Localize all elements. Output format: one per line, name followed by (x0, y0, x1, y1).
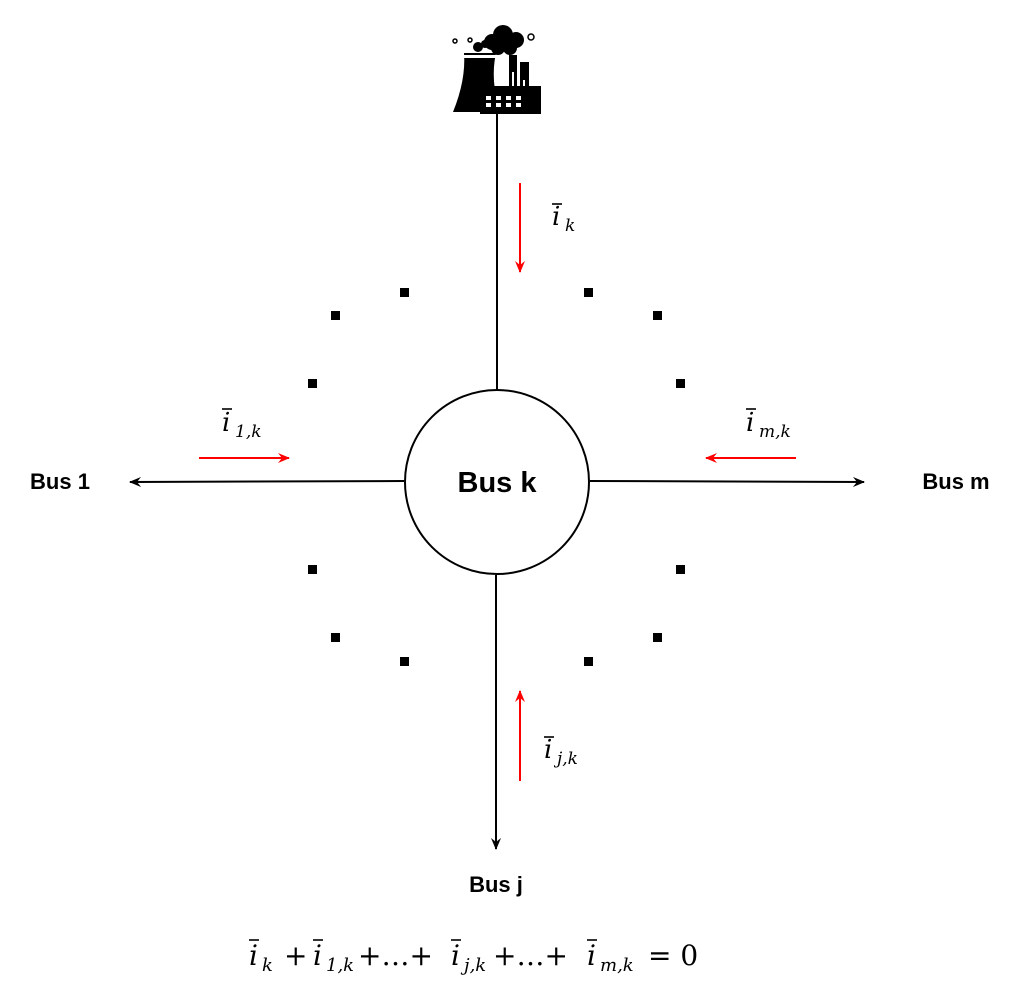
kcl-equation: i k + i 1,k +…+ i j,k +…+ i m,k = 0 (249, 939, 698, 976)
svg-text:+: + (284, 939, 307, 972)
svg-text:i: i (249, 939, 258, 972)
svg-text:1,k: 1,k (326, 955, 354, 976)
bus-m-label: Bus m (922, 469, 989, 494)
svg-text:i: i (222, 408, 230, 438)
svg-text:m,k: m,k (759, 422, 791, 442)
current-label-top: i k (552, 202, 575, 236)
svg-text:+…+: +…+ (358, 939, 433, 972)
svg-text:j,k: j,k (460, 955, 486, 976)
power-plant-icon (452, 25, 541, 114)
svg-text:i: i (552, 202, 560, 232)
bus-m-line (589, 476, 865, 487)
bus-1-line (129, 476, 405, 487)
svg-text:1,k: 1,k (235, 422, 262, 442)
bus-j-label: Bus j (469, 872, 523, 897)
svg-text:j,k: j,k (553, 749, 578, 769)
svg-text:i: i (544, 735, 552, 765)
bus-1-label: Bus 1 (30, 469, 90, 494)
svg-text:m,k: m,k (600, 955, 634, 976)
svg-text:i: i (746, 408, 754, 438)
ellipsis-dots (308, 288, 685, 666)
current-label-left: i 1,k (222, 408, 262, 442)
current-label-bottom: i j,k (544, 735, 578, 769)
bus-k-node (404, 389, 590, 575)
current-label-right: i m,k (746, 408, 791, 442)
svg-text:i: i (587, 939, 596, 972)
svg-text:= 0: = 0 (648, 939, 698, 972)
bus-k-label: Bus k (458, 467, 538, 499)
svg-text:+…+: +…+ (493, 939, 568, 972)
svg-text:k: k (565, 216, 575, 236)
svg-text:k: k (262, 955, 273, 976)
svg-text:i: i (451, 939, 460, 972)
svg-text:i: i (313, 939, 322, 972)
